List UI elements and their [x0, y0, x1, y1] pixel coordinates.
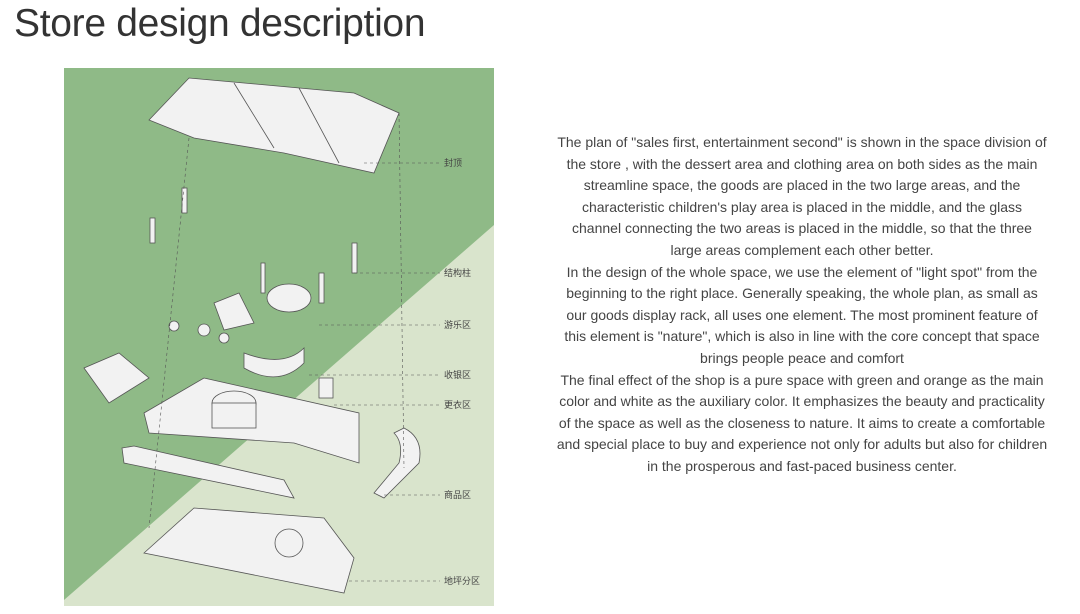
exploded-axonometric-diagram: 封顶 结构柱 游乐区 收银区 更衣区 商品区 地坪分区	[64, 68, 494, 606]
label-play-area: 游乐区	[444, 319, 471, 331]
description-line: characteristic children's play area is p…	[581, 198, 1022, 215]
description-line: of the space as well as the closeness to…	[558, 414, 1046, 431]
description-line: and special place to buy and experience …	[556, 436, 1048, 453]
description-line: streamline space, the goods are placed i…	[583, 177, 1021, 194]
design-description: The plan of "sales first, entertainment …	[532, 132, 1072, 478]
description-line: channel connecting the two areas is plac…	[572, 220, 1032, 237]
column	[181, 187, 188, 214]
page-title: Store design description	[14, 2, 426, 45]
roof-part	[148, 77, 400, 174]
floor-zone	[143, 507, 355, 594]
label-cashier: 收银区	[444, 369, 471, 381]
display-rack	[83, 352, 150, 404]
description-line: In the design of the whole space, we use…	[566, 263, 1038, 280]
description-line: color and white as the auxiliary color. …	[559, 393, 1045, 410]
description-line: large areas complement each other better…	[670, 241, 934, 258]
description-line: our goods display rack, all uses one ele…	[566, 306, 1038, 323]
description-line: in the prosperous and fast-paced busines…	[647, 457, 957, 474]
play-area-ring	[266, 283, 312, 313]
description-line: the store , with the dessert area and cl…	[566, 155, 1038, 172]
description-line: The final effect of the shop is a pure s…	[560, 371, 1044, 388]
cashier-counter	[243, 347, 305, 378]
label-columns: 结构柱	[444, 267, 471, 279]
description-line: The plan of "sales first, entertainment …	[557, 134, 1047, 150]
description-line: this element is "nature", which is also …	[564, 328, 1040, 345]
label-goods-area: 商品区	[444, 489, 471, 501]
description-line: beginning to the right place. Generally …	[566, 285, 1038, 302]
label-roof: 封顶	[444, 157, 462, 169]
description-line: brings people peace and comfort	[700, 349, 904, 366]
label-fitting-room: 更衣区	[444, 399, 471, 411]
label-floor-zoning: 地坪分区	[444, 575, 480, 587]
